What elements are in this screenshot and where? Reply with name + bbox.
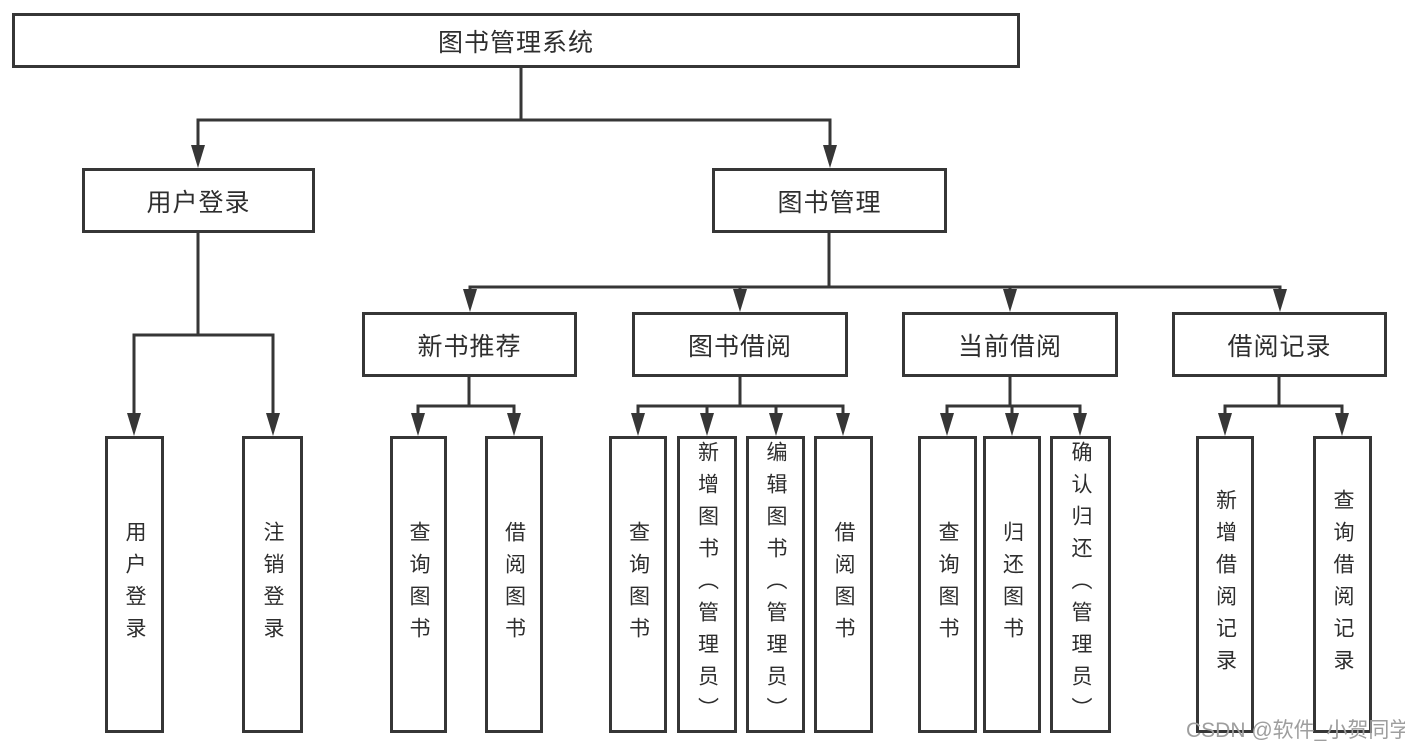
node-current-borrowing: 当前借阅 xyxy=(902,312,1118,377)
node-new-book-recommend: 新书推荐 xyxy=(362,312,577,377)
connector-userlogin-to-leaves xyxy=(127,233,280,436)
connector-current-to-leaves xyxy=(940,377,1087,436)
leaf-borrow-books-recommend: 借阅图书 xyxy=(485,436,543,733)
leaf-edit-books-admin: 编辑图书（管理员） xyxy=(746,436,805,733)
node-borrowing-records: 借阅记录 xyxy=(1172,312,1387,377)
leaf-logout: 注销登录 xyxy=(242,436,303,733)
leaf-confirm-return-admin: 确认归还（管理员） xyxy=(1050,436,1111,733)
connector-root-to-level2 xyxy=(191,67,837,168)
node-root-system: 图书管理系统 xyxy=(12,13,1020,68)
leaf-add-books-admin: 新增图书（管理员） xyxy=(677,436,737,733)
leaf-query-books-recommend: 查询图书 xyxy=(390,436,447,733)
leaf-query-books-current: 查询图书 xyxy=(918,436,977,733)
leaf-query-borrow-record: 查询借阅记录 xyxy=(1313,436,1372,733)
leaf-return-books: 归还图书 xyxy=(983,436,1041,733)
node-user-login: 用户登录 xyxy=(82,168,315,233)
leaf-query-books-borrowing: 查询图书 xyxy=(609,436,667,733)
connector-bookmgmt-to-level3 xyxy=(463,233,1287,312)
watermark: CSDN @软件_小贺同学 xyxy=(1186,719,1405,742)
leaf-borrow-books-borrowing: 借阅图书 xyxy=(814,436,873,733)
leaf-user-login: 用户登录 xyxy=(105,436,164,733)
connector-records-to-leaves xyxy=(1218,377,1349,436)
connector-borrowing-to-leaves xyxy=(631,377,850,436)
node-book-borrowing: 图书借阅 xyxy=(632,312,848,377)
connector-recommend-to-leaves xyxy=(411,377,521,436)
node-book-management: 图书管理 xyxy=(712,168,947,233)
leaf-add-borrow-record: 新增借阅记录 xyxy=(1196,436,1254,733)
